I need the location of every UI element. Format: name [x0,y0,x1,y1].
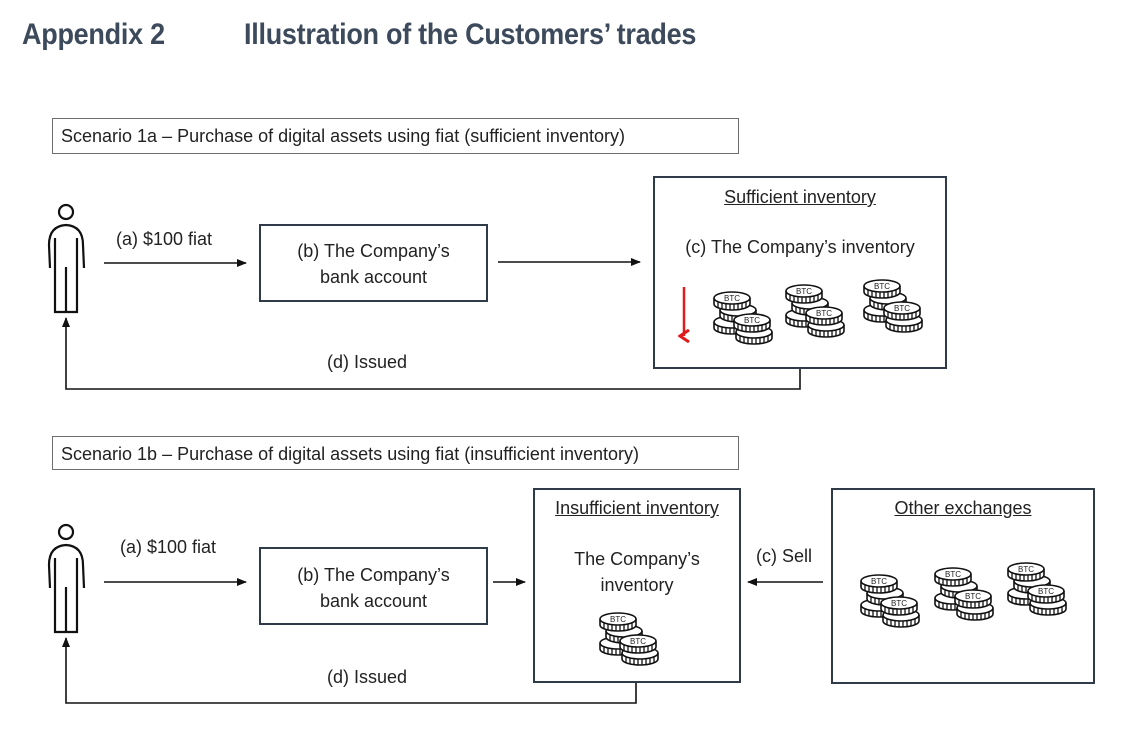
btc-coin-icon: BTC [883,301,921,321]
svg-text:BTC: BTC [894,304,910,313]
svg-text:BTC: BTC [816,309,832,318]
svg-text:BTC: BTC [871,577,887,586]
bank-box-line1: (b) The Company’s [297,565,450,585]
scenario-1a-payment-label: (a) $100 fiat [116,229,213,249]
sufficient-inventory-heading: Sufficient inventory [724,187,876,207]
btc-coin-stack-icon: BTC BTC [599,612,659,666]
scenario-1b-payment-label: (a) $100 fiat [120,537,217,557]
svg-text:BTC: BTC [891,599,907,608]
btc-coin-icon: BTC [1027,584,1065,604]
btc-coin-icon: BTC [805,306,843,326]
btc-coin-stack-icon: BTC BTC [713,291,773,345]
insufficient-inventory-heading: Insufficient inventory [555,498,719,518]
inventory-box-line2: inventory [600,575,674,595]
btc-coin-icon: BTC [599,612,637,632]
btc-coin-icon: BTC [713,291,751,311]
btc-coin-stack-icon: BTC BTC [934,567,994,621]
btc-coin-icon: BTC [934,567,972,587]
svg-text:BTC: BTC [965,592,981,601]
bank-box-line1: (b) The Company’s [297,241,450,261]
customer-person-icon [47,523,86,634]
bank-box-line2: bank account [319,267,428,287]
issued-return-arrow [62,637,637,704]
scenario-1b-sell-label: (c) Sell [756,546,813,566]
customer-person-icon [47,203,86,314]
btc-coin-stack-icon: BTC BTC [1007,562,1067,616]
scenario-1b-issued-label: (d) Issued [327,667,408,687]
btc-coin-stack-icon: BTC BTC [860,574,920,628]
scenario-1a-inventory-box: Sufficient inventory (c) The Company’s i… [653,176,947,369]
scenario-1b-caption: Scenario 1b – Purchase of digital assets… [52,436,739,470]
svg-text:BTC: BTC [1018,565,1034,574]
svg-text:BTC: BTC [744,316,760,325]
bank-box-line2: bank account [319,591,428,611]
svg-text:BTC: BTC [630,637,646,646]
btc-coin-icon: BTC [880,596,918,616]
inventory-box-line1: (c) The Company’s inventory [685,237,915,257]
btc-coin-icon: BTC [733,313,771,333]
btc-coin-icon: BTC [954,589,992,609]
svg-text:BTC: BTC [1038,587,1054,596]
svg-text:BTC: BTC [610,615,626,624]
scenario-1a-issued-label: (d) Issued [327,352,408,372]
btc-coin-icon: BTC [1007,562,1045,582]
btc-coin-icon: BTC [785,284,823,304]
appendix-label: Appendix 2 [22,18,165,51]
svg-text:BTC: BTC [874,282,890,291]
scenario-1a-bank-account-box: (b) The Company’s bank account [259,224,488,302]
page-title: Illustration of the Customers’ trades [244,18,697,51]
svg-text:BTC: BTC [945,570,961,579]
other-exchanges-heading: Other exchanges [894,498,1032,518]
btc-coin-icon: BTC [863,279,901,299]
btc-coin-icon: BTC [619,634,657,654]
svg-text:BTC: BTC [796,287,812,296]
btc-coin-stack-icon: BTC BTC [863,279,923,333]
btc-coin-stack-icon: BTC BTC [785,284,845,338]
issued-return-arrow [62,317,801,390]
scenario-1b-bank-account-box: (b) The Company’s bank account [259,547,488,625]
btc-coin-icon: BTC [860,574,898,594]
inventory-box-line1: The Company’s [574,549,700,569]
svg-text:BTC: BTC [724,294,740,303]
scenario-1a-caption: Scenario 1a – Purchase of digital assets… [52,118,739,154]
